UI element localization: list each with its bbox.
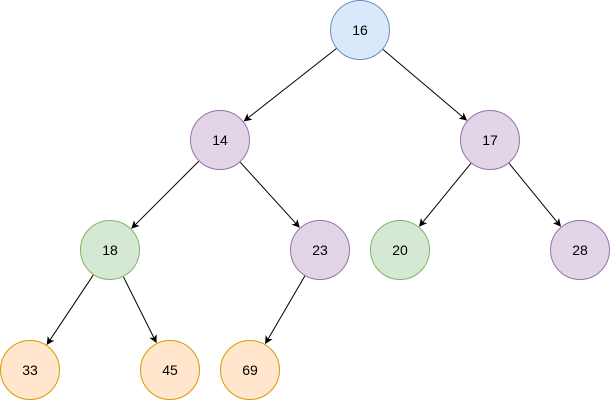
node-circle [370,220,430,280]
node-label: 18 [102,242,118,258]
node-label: 69 [242,362,258,378]
tree-node-17: 17 [460,110,520,170]
edge-arrow-n16-n14 [243,48,337,122]
tree-node-14: 14 [190,110,250,170]
tree-node-16: 16 [330,0,390,60]
node-circle [460,110,520,170]
edge-arrow-n17-n20 [418,162,472,227]
tree-node-23: 23 [290,220,350,280]
tree-node-69: 69 [220,340,280,400]
node-label: 23 [312,242,328,258]
node-label: 45 [162,362,178,378]
node-label: 20 [392,242,408,258]
edge-arrow-n18-n33 [46,274,94,346]
node-label: 28 [572,242,588,258]
tree-node-33: 33 [0,340,60,400]
node-circle [220,340,280,400]
node-circle [190,110,250,170]
edges-layer [46,48,562,346]
node-label: 33 [22,362,38,378]
node-circle [0,340,60,400]
tree-node-18: 18 [80,220,140,280]
node-circle [80,220,140,280]
node-circle [330,0,390,60]
node-label: 17 [482,132,498,148]
node-label: 14 [212,132,228,148]
edge-arrow-n18-n45 [122,276,157,344]
node-circle [140,340,200,400]
tree-node-45: 45 [140,340,200,400]
node-label: 16 [352,22,368,38]
edge-arrow-n16-n17 [382,48,468,121]
edge-arrow-n17-n28 [508,162,562,227]
edge-arrow-n14-n23 [239,161,300,228]
node-circle [290,220,350,280]
node-circle [550,220,610,280]
edge-arrow-n14-n18 [131,160,200,229]
tree-node-20: 20 [370,220,430,280]
edge-arrow-n23-n69 [265,275,306,345]
tree-node-28: 28 [550,220,610,280]
